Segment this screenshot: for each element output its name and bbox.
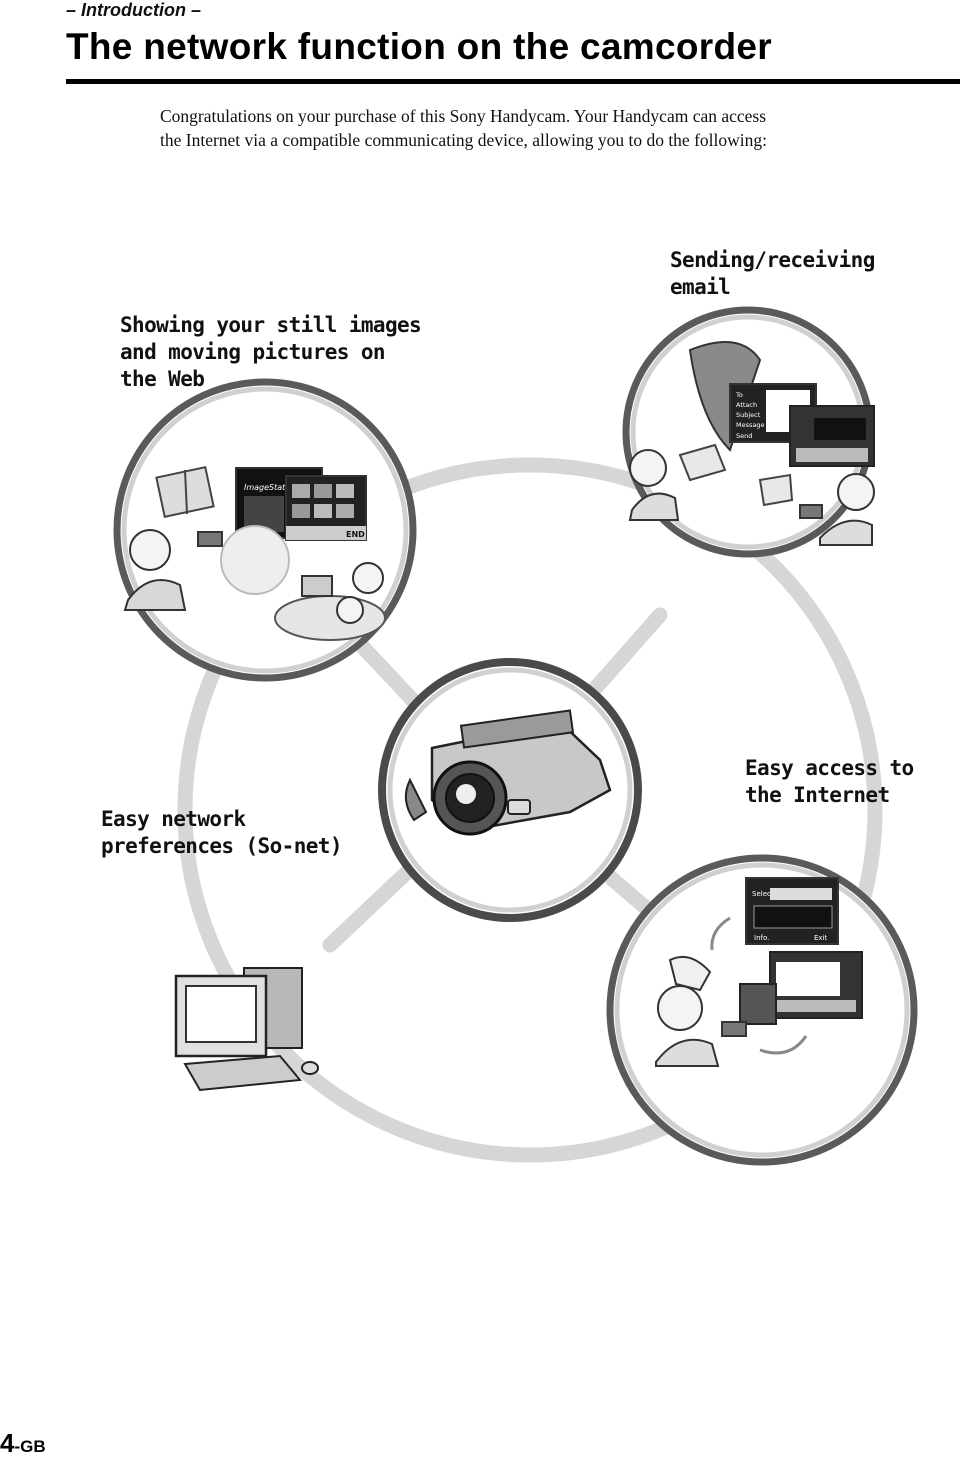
feature-web-line-1: Showing your still images: [120, 313, 422, 337]
person-camcorder-icon-3: [655, 985, 747, 1067]
page-number-digit: 4: [0, 1428, 15, 1458]
imagestation-logo: ImageStation: [244, 483, 298, 492]
arrow-icon-2: [710, 916, 731, 951]
email-label-subject: Subject: [736, 411, 761, 419]
person-camcorder-icon-2: [799, 473, 875, 546]
intro-line-1: Congratulations on your purchase of this…: [160, 106, 767, 126]
globe-icon: [220, 525, 290, 595]
web-end-label: END: [346, 530, 365, 539]
internet-circle: Select Info. Exit: [606, 854, 918, 1166]
setup-circle: [174, 967, 319, 1092]
network-info-label: Info.: [754, 934, 769, 942]
feature-internet-line-2: the Internet: [745, 783, 890, 807]
email-label-to: To: [735, 391, 743, 399]
camcorder-circle: [378, 658, 642, 922]
arrow-icon: [759, 1035, 808, 1055]
feature-setup-line-1: Easy network: [101, 807, 246, 831]
feature-setup-label: Easy network preferences (So-net): [101, 806, 342, 860]
email-label-attach: Attach: [736, 401, 757, 409]
intro-line-2: the Internet via a compatible communicat…: [160, 130, 767, 150]
feature-email-line-2: email: [670, 275, 731, 299]
network-ring: [177, 457, 883, 1163]
person-computer-icon: [628, 449, 680, 521]
network-screen-icon: Select Info. Exit: [745, 877, 839, 945]
email-circle: To Attach Subject Message Send: [622, 306, 875, 558]
network-select-label: Select: [752, 890, 774, 898]
section-label: – Introduction –: [66, 0, 201, 20]
envelope-icon: [678, 443, 727, 482]
network-exit-label: Exit: [814, 934, 828, 942]
feature-web-line-2: and moving pictures on: [120, 340, 386, 364]
dog-icon: [668, 956, 712, 992]
browser-screen-icon: [739, 951, 863, 1025]
envelope-icon-2: [758, 473, 794, 507]
web-circle: ImageStation END: [113, 378, 417, 682]
feature-email-label: Sending/receiving email: [670, 247, 875, 301]
page-number: 4-GB: [0, 1428, 46, 1459]
intro-paragraph: Congratulations on your purchase of this…: [160, 104, 960, 152]
photo-book-icon: [155, 466, 215, 518]
feature-internet-line-1: Easy access to: [745, 756, 914, 780]
email-label-message: Message: [736, 421, 765, 429]
people-laptop-icon: [274, 562, 386, 641]
feature-email-line-1: Sending/receiving: [670, 248, 875, 272]
email-send-label: Send: [736, 432, 752, 440]
page-number-suffix: -GB: [14, 1437, 46, 1456]
person-camcorder-icon: [123, 529, 223, 611]
film-strip-icon: [688, 341, 762, 452]
feature-setup-line-2: preferences (So-net): [101, 834, 342, 858]
desktop-computer-icon: [174, 967, 319, 1092]
feature-web-line-3: the Web: [120, 367, 205, 391]
title-rule: [66, 79, 960, 84]
camcorder-icon: [404, 709, 612, 836]
email-screen-icon: To Attach Subject Message Send: [729, 383, 875, 467]
page-title: The network function on the camcorder: [66, 26, 772, 67]
feature-internet-label: Easy access to the Internet: [745, 755, 914, 809]
feature-web-label: Showing your still images and moving pic…: [120, 312, 422, 393]
